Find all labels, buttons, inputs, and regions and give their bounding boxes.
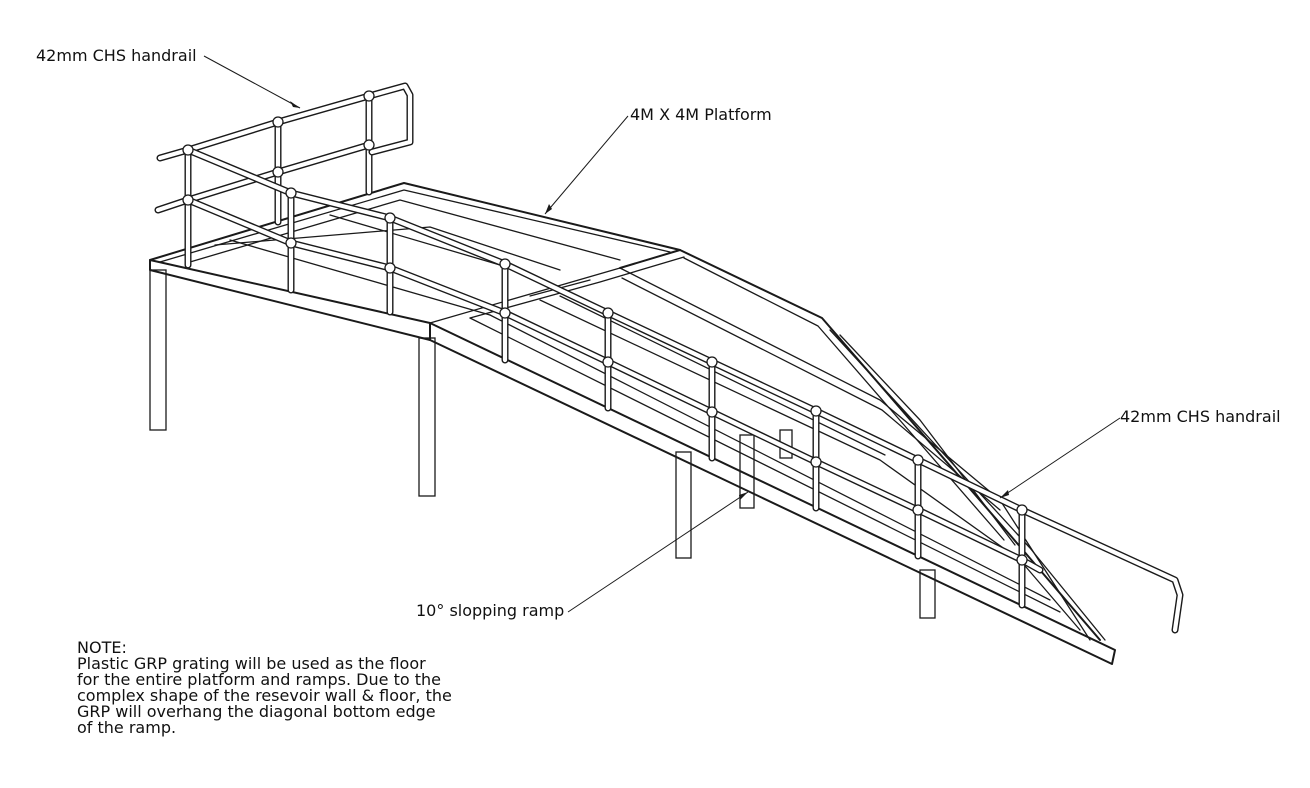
label-platform: 4M X 4M Platform <box>630 105 772 124</box>
note-line: GRP will overhang the diagonal bottom ed… <box>77 702 436 721</box>
support-leg <box>675 451 692 559</box>
handrail-posts <box>184 92 1026 609</box>
handrails <box>154 82 1184 634</box>
note-title: NOTE: <box>77 638 127 657</box>
support-leg <box>418 337 436 497</box>
note-line: Plastic GRP grating will be used as the … <box>77 654 426 673</box>
leader-lines <box>203 55 1121 613</box>
note-line: of the ramp. <box>77 718 177 737</box>
platform-frame <box>149 182 685 341</box>
support-leg <box>149 269 167 431</box>
note-line: complex shape of the resevoir wall & flo… <box>77 686 452 705</box>
support-leg <box>919 569 936 619</box>
ramp-frame <box>429 249 1116 665</box>
note-block: NOTE: Plastic GRP grating will be used a… <box>77 640 497 736</box>
label-handrail-top: 42mm CHS handrail <box>36 46 197 65</box>
label-ramp: 10° slopping ramp <box>416 601 565 620</box>
label-handrail-right: 42mm CHS handrail <box>1120 407 1281 426</box>
rail-connectors <box>182 90 1028 566</box>
note-line: for the entire platform and ramps. Due t… <box>77 670 441 689</box>
